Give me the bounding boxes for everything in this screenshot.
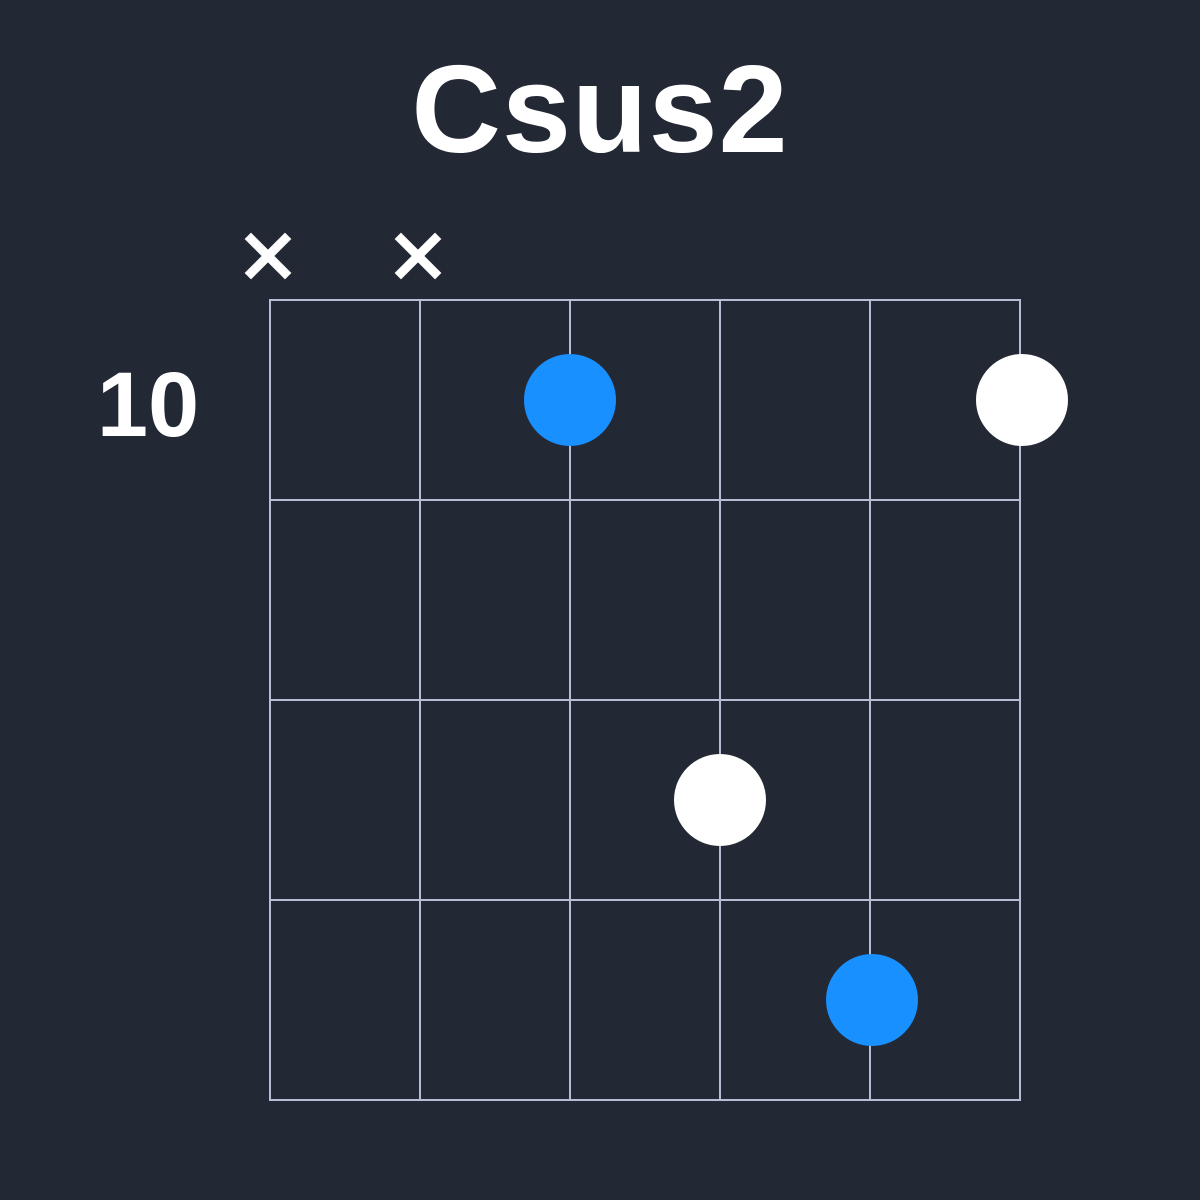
note-dot [674,754,766,846]
root-note-dot [524,354,616,446]
mute-marker [244,232,292,280]
chord-title: Csus2 [411,41,789,179]
mute-marker [394,232,442,280]
start-fret-label: 10 [96,354,200,456]
mute-x-icon [394,232,442,280]
root-note-dot [826,954,918,1046]
mute-x-icon [244,232,292,280]
note-dot [976,354,1068,446]
